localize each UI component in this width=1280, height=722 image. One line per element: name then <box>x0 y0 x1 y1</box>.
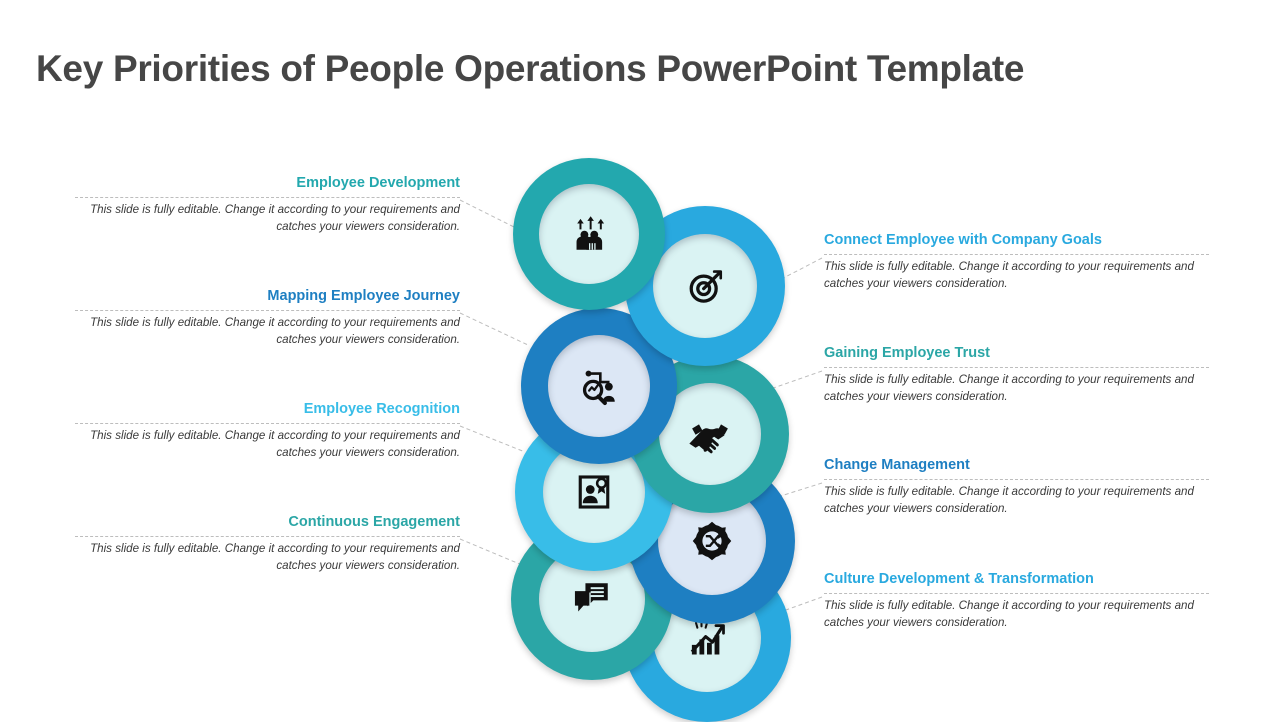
award-certificate-icon <box>578 475 610 509</box>
body-text: This slide is fully editable. Change it … <box>824 599 1194 630</box>
heading: Connect Employee with Company Goals <box>824 232 1102 248</box>
text-block-connect-company-goals: Connect Employee with Company Goals This… <box>824 232 1209 293</box>
circle-disc <box>653 234 757 338</box>
heading: Employee Recognition <box>303 401 460 417</box>
text-block-gaining-employee-trust: Gaining Employee Trust This slide is ful… <box>824 345 1209 406</box>
heading: Culture Development & Transformation <box>824 571 1094 587</box>
circle-mapping-employee-journey[interactable] <box>521 308 677 464</box>
heading: Change Management <box>824 457 970 473</box>
body-text: This slide is fully editable. Change it … <box>90 316 460 347</box>
heading-rule <box>824 367 1209 369</box>
heading-rule <box>75 197 460 199</box>
text-block-employee-development: Employee Development This slide is fully… <box>75 175 460 236</box>
heading-rule <box>824 593 1209 595</box>
handshake-icon <box>689 424 728 454</box>
gear-shuffle-icon <box>692 521 732 561</box>
body-text: This slide is fully editable. Change it … <box>90 203 460 234</box>
heading-rule <box>75 310 460 312</box>
heading: Mapping Employee Journey <box>267 288 460 304</box>
body-text: This slide is fully editable. Change it … <box>90 542 460 573</box>
heading: Gaining Employee Trust <box>824 345 990 361</box>
circle-disc <box>548 335 650 437</box>
body-text: This slide is fully editable. Change it … <box>90 429 460 460</box>
text-block-continuous-engagement: Continuous Engagement This slide is full… <box>75 514 460 575</box>
text-block-culture-development: Culture Development & Transformation Thi… <box>824 571 1209 632</box>
text-block-mapping-employee-journey: Mapping Employee Journey This slide is f… <box>75 288 460 349</box>
target-dart-icon <box>689 270 723 303</box>
page-title: Key Priorities of People Operations Powe… <box>36 48 1025 89</box>
circle-cluster <box>505 158 795 722</box>
heading-rule <box>75 423 460 425</box>
text-block-change-management: Change Management This slide is fully ed… <box>824 457 1209 518</box>
heading-rule <box>75 536 460 538</box>
heading: Continuous Engagement <box>288 514 460 530</box>
heading: Employee Development <box>296 175 460 191</box>
body-text: This slide is fully editable. Change it … <box>824 485 1194 516</box>
circle-disc <box>539 184 639 284</box>
heading-rule <box>824 254 1209 256</box>
growth-chart-icon <box>690 619 725 655</box>
heading-rule <box>824 479 1209 481</box>
text-block-employee-recognition: Employee Recognition This slide is fully… <box>75 401 460 462</box>
team-growth-icon <box>576 216 605 250</box>
body-text: This slide is fully editable. Change it … <box>824 260 1194 291</box>
body-text: This slide is fully editable. Change it … <box>824 373 1194 404</box>
chat-bubbles-icon <box>574 583 608 612</box>
journey-map-icon <box>582 370 615 406</box>
circle-employee-development[interactable] <box>513 158 665 310</box>
circle-disc <box>659 383 761 485</box>
